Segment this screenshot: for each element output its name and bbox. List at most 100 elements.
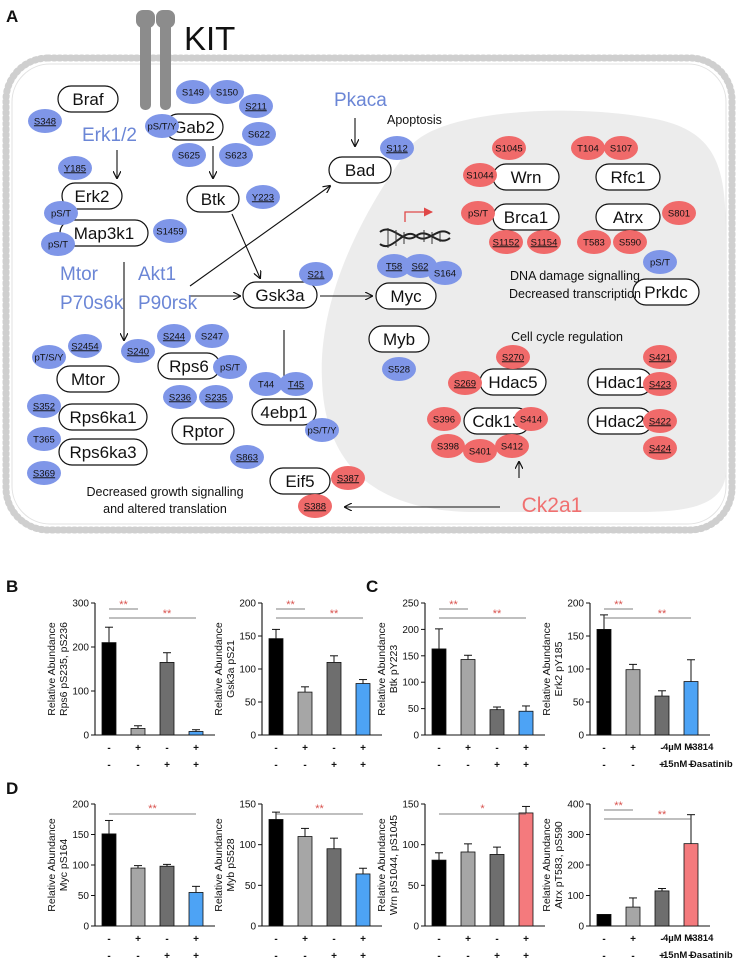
phosphosite-label: S2454 [71,341,98,352]
note-apoptosis: Apoptosis [387,113,442,127]
phosphosite-label: S244 [163,331,185,342]
bar [460,851,476,927]
y-tick-label: 300 [567,830,584,841]
panel-a: A KIT [2,7,736,534]
phosphosite-label: S387 [337,473,359,484]
kinase-label: Pkaca [334,90,387,111]
phosphosite-label: S1044 [466,170,493,181]
y-tick-label: 150 [239,800,256,811]
condition-dasatinib: - [602,951,605,962]
protein-label: Rps6ka1 [69,408,136,427]
bar [188,731,204,736]
phosphosite-down: T58 [377,254,411,278]
protein-node-hdac1: Hdac1 [587,368,653,396]
protein-label: Atrx [613,208,644,227]
y-tick-label: 50 [78,891,90,902]
condition-dasatinib: - [466,951,469,962]
phosphosite-label: S388 [304,501,326,512]
phosphosite-label: pS/T [220,362,240,373]
phosphosite-label: S235 [205,392,227,403]
condition-dasatinib: + [688,760,694,771]
protein-node-rps6: Rps6 [157,352,221,380]
significance-marker: * [480,803,485,815]
kinase-label: Akt1 [138,264,176,285]
phosphosite-up: S387 [331,466,365,490]
significance-marker: ** [614,599,623,611]
bar [683,843,699,927]
protein-node-eif5: Eif5 [269,467,331,495]
condition-m3814: + [360,743,366,754]
phosphosite-label: S863 [236,452,258,463]
phosphosite-label: S149 [182,87,204,98]
phosphosite-label: S1045 [495,143,522,154]
phosphosite-up: S1152 [489,230,523,254]
phosphosite-down: S244 [157,324,191,348]
condition-dasatinib: - [136,951,139,962]
y-tick-label: 0 [250,731,256,742]
phosphosite-label: pS/T/Y [147,121,177,132]
kinase-label: P70s6k [60,293,124,314]
phosphosite-label: S164 [434,268,456,279]
phosphosite-label: S112 [386,143,407,154]
protein-node-myb: Myb [368,325,430,353]
phosphosite-down: T45 [279,372,313,396]
protein-label: Hdac5 [488,373,537,392]
y-tick-label: 200 [567,861,584,872]
note-decreased-transcription: Decreased transcription [509,287,641,301]
phosphosite-label: S348 [34,116,56,127]
phosphosite-down: S625 [172,143,206,167]
phosphosite-down: pS/T [41,232,75,256]
y-tick-label: 100 [402,840,419,851]
condition-dasatinib: - [437,760,440,771]
y-axis-label: Myc pS164 [58,839,70,892]
treatment-label-dasatinib-bottom: 15nM Dasatinib [663,950,733,961]
phosphosite-up: T583 [577,230,611,254]
protein-node-rps6ka1: Rps6ka1 [58,403,148,431]
phosphosite-label: S412 [501,441,523,452]
protein-node-myc: Myc [375,282,437,310]
protein-label: Braf [72,90,103,109]
phosphosite-label: S107 [610,143,632,154]
phosphosite-label: pS/T [468,208,488,219]
protein-node-gab2: Gab2 [164,113,224,141]
phosphosite-label: Y223 [252,192,274,203]
protein-label: Cdk13 [472,412,521,431]
bar [654,695,670,736]
kinase-label: Mtor [60,264,99,285]
y-tick-label: 50 [245,698,257,709]
y-axis-label: Relative Abundance [541,622,553,716]
y-tick-label: 150 [567,632,584,643]
condition-dasatinib: - [631,951,634,962]
phosphosite-label: S236 [169,392,191,403]
phosphosite-label: S625 [178,150,200,161]
condition-m3814: - [437,743,440,754]
phosphosite-down: S235 [199,385,233,409]
phosphosite-label: pT/S/Y [34,352,64,363]
phosphosite-down: S348 [28,109,62,133]
phosphosite-down: S211 [239,94,273,118]
protein-node-rfc1: Rfc1 [595,163,661,191]
phosphosite-down: S622 [242,122,276,146]
condition-m3814: + [688,934,694,945]
condition-m3814: - [332,743,335,754]
protein-label: Wrn [511,168,542,187]
condition-m3814: + [630,934,636,945]
protein-node-map3k1: Map3k1 [59,219,149,247]
y-axis-label: Rps6 pS235, pS236 [58,622,70,716]
y-tick-label: 200 [72,643,89,654]
y-tick-label: 200 [567,599,584,610]
protein-label: Bad [345,161,375,180]
kinase-label: Erk1/2 [82,125,137,146]
bar [355,683,371,736]
condition-m3814: - [660,934,663,945]
phosphosite-up: S1154 [527,230,561,254]
y-tick-label: 50 [245,881,257,892]
y-tick-label: 100 [72,861,89,872]
condition-dasatinib: + [494,760,500,771]
protein-label: Myb [383,330,415,349]
y-tick-label: 100 [402,678,419,689]
y-axis-label: Erk2 pY185 [553,641,565,696]
phosphosite-label: S240 [127,346,149,357]
y-axis-label: Atrx pT583, pS590 [553,821,565,909]
